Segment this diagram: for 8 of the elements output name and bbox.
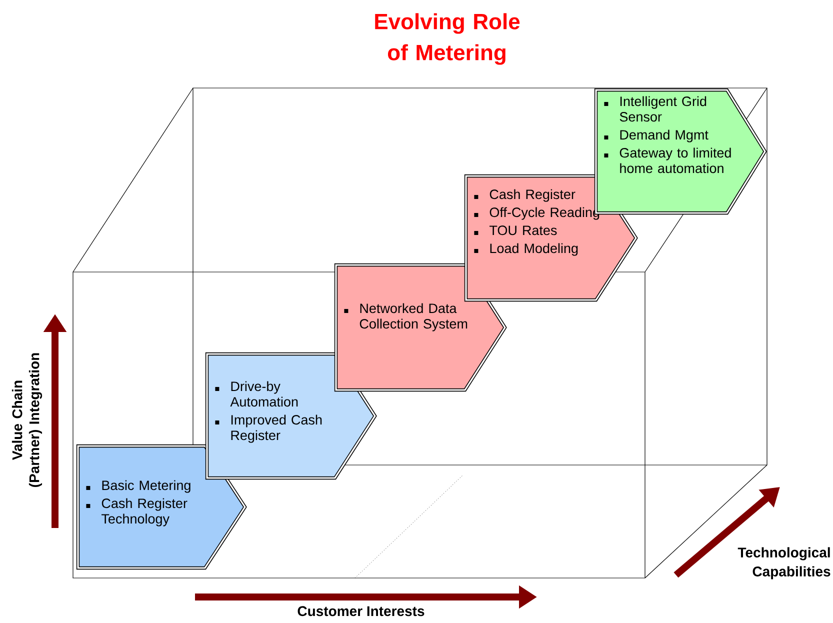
title: Evolving Role of Metering — [375, 13, 520, 65]
axis-label: Customer Interests — [298, 606, 424, 616]
axis-label: Technological Capabilities — [738, 547, 830, 580]
chevron-box: Cash Register Off-Cycle Reading TOU Rates Load Modeling — [464, 174, 638, 302]
chevron-box: Drive-by Automation Improved Cash Register — [205, 352, 377, 480]
chevron-box: Basic Metering Cash Register Technology — [76, 444, 247, 570]
chevron-box: Networked Data Collection System — [334, 263, 507, 392]
axis-label: Value Chain (Partner) Integration — [12, 353, 42, 487]
